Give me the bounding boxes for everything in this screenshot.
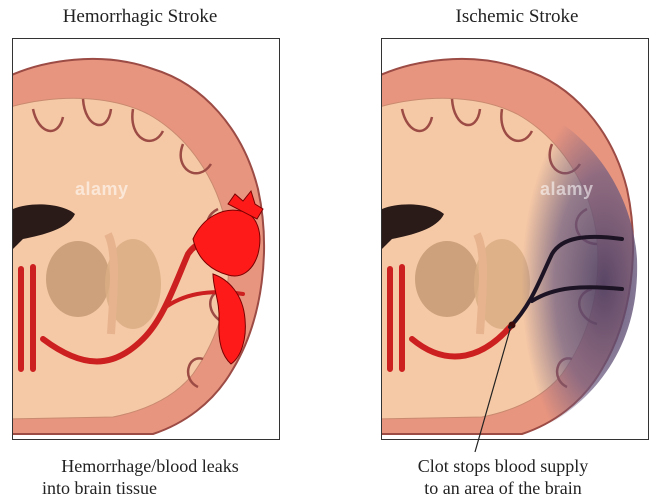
right-caption-line1: Clot stops blood supply: [353, 455, 653, 477]
left-caption-line1: Hemorrhage/blood leaks: [0, 455, 300, 477]
right-caption-line2: to an area of the brain: [353, 477, 653, 499]
left-caption: Hemorrhage/blood leaks into brain tissue: [0, 455, 300, 499]
left-caption-line2: into brain tissue: [0, 477, 300, 499]
right-caption: Clot stops blood supply to an area of th…: [353, 455, 653, 499]
